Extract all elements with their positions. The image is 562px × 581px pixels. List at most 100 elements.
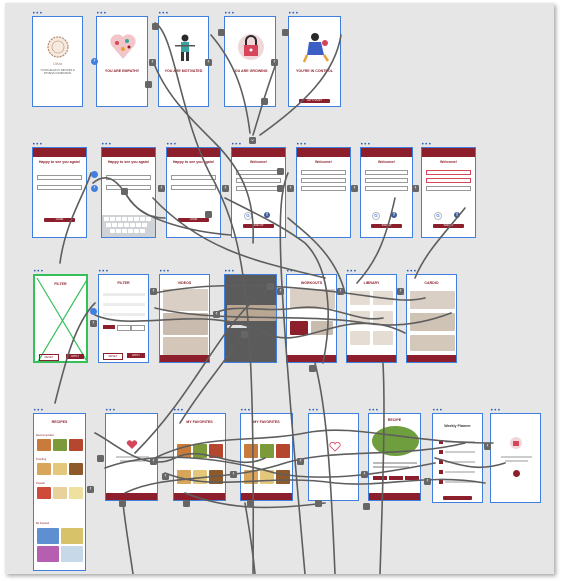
link-node-icon[interactable]: ‹ (271, 59, 278, 66)
signup-button[interactable]: SIGN UP (432, 224, 465, 228)
frame-menu-icon[interactable]: ••• (98, 268, 109, 275)
workout-card[interactable] (290, 289, 335, 309)
link-node-icon[interactable]: ‹ (87, 486, 94, 493)
name-field[interactable] (365, 170, 408, 175)
tab-bar[interactable] (287, 355, 336, 362)
link-node-icon[interactable]: ‹ (213, 311, 220, 318)
link-node-icon[interactable]: ‹ (297, 458, 304, 465)
link-node-icon[interactable]: ‹ (287, 185, 294, 192)
onboarding-screen-3[interactable]: YOU ARE GROWING (224, 16, 276, 107)
apply-button[interactable]: APPLY (66, 354, 84, 359)
filter-screen-selected[interactable]: FILTER RESET APPLY (33, 274, 88, 363)
link-node-icon[interactable] (261, 98, 268, 105)
login-screen[interactable]: Happy to see you again! LOGIN (32, 147, 87, 238)
password-field[interactable] (106, 185, 151, 190)
frame-menu-icon[interactable]: ••• (166, 141, 177, 148)
frame-menu-icon[interactable]: ••• (308, 407, 319, 414)
frame-menu-icon[interactable]: ••• (173, 407, 184, 414)
reset-button[interactable]: RESET (39, 354, 59, 361)
frame-menu-icon[interactable]: ••• (33, 268, 44, 275)
link-node-icon[interactable]: ‹ (484, 443, 491, 450)
onboarding-screen-2[interactable]: YOU ARE MOTIVATED (158, 16, 209, 107)
frame-menu-icon[interactable]: ••• (421, 141, 432, 148)
link-node-icon[interactable] (277, 185, 284, 192)
video-thumbnail[interactable] (163, 337, 208, 355)
link-node-icon[interactable] (267, 283, 274, 290)
frame-menu-icon[interactable]: ••• (158, 10, 169, 17)
tab-bar[interactable] (347, 355, 396, 362)
weekly-planner-screen[interactable]: Weekly Planner (432, 413, 483, 503)
link-node-icon[interactable]: ‹ (277, 288, 284, 295)
password-field[interactable] (171, 185, 216, 190)
signup-keyboard-screen[interactable]: Welcome! (296, 147, 351, 238)
collapse-node-icon[interactable]: ⌄ (249, 137, 256, 144)
frame-menu-icon[interactable]: ••• (432, 407, 443, 414)
email-field[interactable] (365, 178, 408, 183)
frame-menu-icon[interactable]: ••• (224, 10, 235, 17)
link-node-icon[interactable]: ‹ (412, 185, 419, 192)
link-node-icon[interactable]: › (91, 58, 98, 65)
email-field[interactable] (37, 175, 82, 180)
link-node-icon[interactable]: ‹ (158, 185, 165, 192)
tab-bar[interactable] (369, 493, 420, 500)
password-field[interactable] (426, 186, 471, 191)
signup-filled-screen[interactable]: Welcome! G f SIGN UP (360, 147, 413, 238)
name-field[interactable] (301, 170, 346, 175)
facebook-icon[interactable]: f (264, 212, 270, 218)
link-node-icon[interactable]: ‹ (337, 288, 344, 295)
onboarding-screen-1[interactable]: YOU ARE EMPATHY (96, 16, 148, 107)
cardio-screen[interactable]: CARDIO (406, 274, 457, 363)
login-filled-screen[interactable]: Happy to see you again! LOGIN (166, 147, 221, 238)
login-button[interactable]: LOGIN (177, 218, 210, 222)
lets-start-button[interactable]: LET'S START (299, 99, 330, 103)
facebook-icon[interactable]: f (391, 212, 397, 218)
link-node-icon[interactable]: ‹ (424, 478, 431, 485)
frame-menu-icon[interactable]: ••• (286, 268, 297, 275)
workout-card[interactable] (290, 321, 308, 335)
tab-bar[interactable] (241, 493, 292, 500)
frame-menu-icon[interactable]: ••• (32, 10, 43, 17)
splash-screen[interactable]: Olivia YOUR HEALTHY RECIPES & FITNESS CO… (32, 16, 83, 107)
google-icon[interactable]: G (372, 212, 380, 220)
frame-menu-icon[interactable]: ••• (360, 141, 371, 148)
password-field[interactable] (37, 185, 82, 190)
google-icon[interactable]: G (434, 212, 442, 220)
link-node-icon[interactable]: › (91, 185, 98, 192)
signup-button[interactable]: SIGN UP (242, 224, 275, 228)
facebook-icon[interactable]: f (454, 212, 460, 218)
link-node-icon[interactable]: ‹ (90, 320, 97, 327)
frame-menu-icon[interactable]: ••• (159, 268, 170, 275)
link-node-icon[interactable] (183, 500, 190, 507)
name-field[interactable] (426, 170, 471, 175)
link-node-icon[interactable]: ‹ (162, 473, 169, 480)
link-node-icon[interactable] (145, 81, 152, 88)
tab-bar[interactable] (174, 493, 225, 500)
signup-error-screen[interactable]: Welcome! G f SIGN UP (421, 147, 476, 238)
link-node-icon[interactable] (247, 500, 254, 507)
login-button[interactable]: LOGIN (43, 218, 76, 222)
frame-menu-icon[interactable]: ••• (288, 10, 299, 17)
recipes-screen[interactable]: RECIPES Recommended Trending Popular Be … (33, 413, 86, 571)
link-node-icon[interactable] (282, 29, 289, 36)
link-node-icon[interactable] (309, 365, 316, 372)
link-node-icon[interactable] (277, 168, 284, 175)
link-node-icon[interactable] (205, 211, 212, 218)
tab-bar[interactable] (106, 493, 157, 500)
frame-menu-icon[interactable]: ••• (32, 141, 43, 148)
link-node-icon[interactable] (97, 455, 104, 462)
tab-bar[interactable] (407, 355, 456, 362)
frame-menu-icon[interactable]: ••• (105, 407, 116, 414)
video-thumbnail[interactable] (163, 289, 208, 311)
frame-menu-icon[interactable]: ••• (296, 141, 307, 148)
link-node-icon[interactable]: ‹ (361, 471, 368, 478)
reset-button[interactable]: RESET (103, 353, 123, 360)
email-field[interactable] (426, 178, 471, 183)
frame-menu-icon[interactable]: ••• (231, 141, 242, 148)
frame-menu-icon[interactable]: ••• (96, 10, 107, 17)
link-node-icon[interactable] (363, 503, 370, 510)
frame-menu-icon[interactable]: ••• (33, 407, 44, 414)
frame-menu-icon[interactable]: ••• (101, 141, 112, 148)
link-node-icon[interactable]: ‹ (351, 185, 358, 192)
signup-button[interactable]: SIGN UP (371, 224, 402, 228)
frame-menu-icon[interactable]: ••• (346, 268, 357, 275)
